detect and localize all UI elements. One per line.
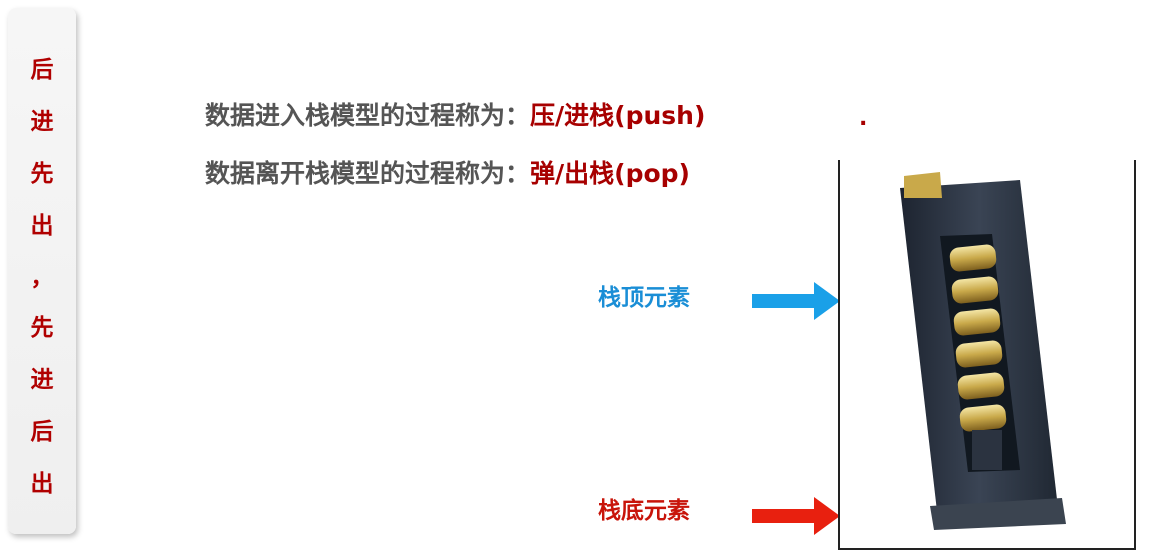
side-char: 进 xyxy=(30,109,54,135)
arrow-right-icon xyxy=(752,282,840,320)
stack-top-label: 栈顶元素 xyxy=(598,285,690,311)
push-term: 压/进栈(push) xyxy=(530,101,706,130)
side-char: 出 xyxy=(30,471,54,497)
side-char: 后 xyxy=(30,57,54,83)
side-char: 后 xyxy=(30,419,54,445)
push-statement: 数据进入栈模型的过程称为：压/进栈(push) xyxy=(205,96,705,132)
pop-statement: 数据离开栈模型的过程称为：弹/出栈(pop) xyxy=(205,154,690,190)
pop-prefix: 数据离开栈模型的过程称为： xyxy=(205,159,531,188)
side-char: 先 xyxy=(30,315,54,341)
side-char: 先 xyxy=(30,161,54,187)
trailing-dot: . xyxy=(859,106,868,131)
side-char: 进 xyxy=(30,367,54,393)
side-char: 出 xyxy=(30,213,54,239)
stack-container xyxy=(838,160,1136,550)
arrow-right-icon xyxy=(752,497,840,535)
pop-term: 弹/出栈(pop) xyxy=(530,159,690,188)
magazine-illustration xyxy=(900,172,1066,530)
side-char: ， xyxy=(30,265,54,291)
stack-bottom-label: 栈底元素 xyxy=(598,498,690,524)
cartridge-stack xyxy=(949,244,1007,432)
push-prefix: 数据进入栈模型的过程称为： xyxy=(205,101,531,130)
side-banner: 后 进 先 出 ， 先 进 后 出 xyxy=(8,8,76,534)
